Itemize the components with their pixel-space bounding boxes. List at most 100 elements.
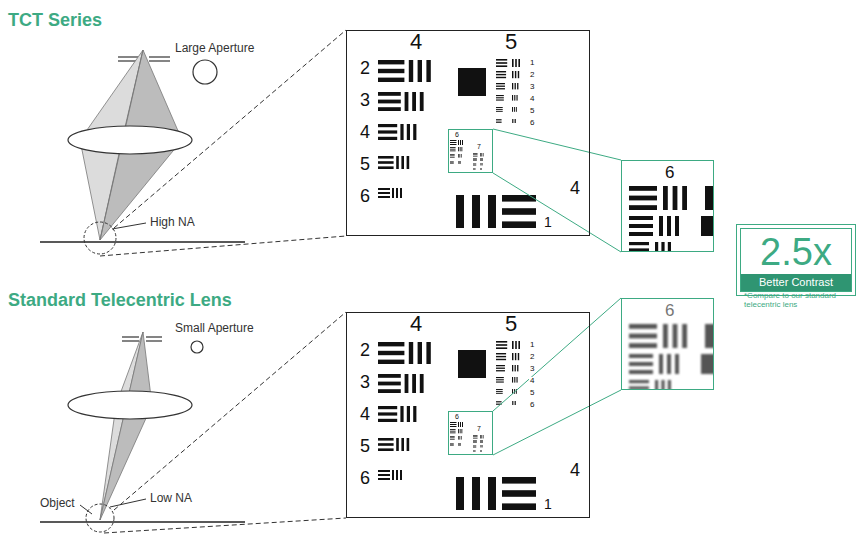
- target-bar: [496, 356, 506, 357]
- target-bar: [450, 429, 456, 431]
- target-bar: [629, 386, 649, 389]
- element-number: 5: [529, 107, 535, 115]
- target-bar: [473, 153, 478, 155]
- target-bar: [473, 159, 477, 161]
- target-bar: [629, 248, 649, 251]
- target-bar: [450, 443, 454, 445]
- target-bar: [629, 232, 653, 236]
- target-bar: [629, 370, 653, 374]
- target-bar: [456, 477, 464, 510]
- target-bar: [378, 342, 404, 346]
- target-bar: [378, 78, 404, 82]
- target-bar: [459, 154, 461, 158]
- target-bar: [473, 168, 476, 169]
- target-bar: [496, 62, 507, 64]
- target-bar: [378, 60, 404, 64]
- target-bars: [378, 59, 717, 510]
- target-bar: [481, 158, 483, 161]
- element-number: 2: [529, 353, 535, 361]
- target-bar: [655, 380, 658, 389]
- target-bar: [413, 406, 416, 422]
- element-number: 3: [529, 83, 535, 91]
- target-bar: [482, 445, 484, 448]
- target-bar: [473, 168, 476, 169]
- target-bar: [496, 77, 506, 78]
- target-bar: [473, 450, 476, 451]
- target-bar: [450, 150, 456, 152]
- target-bar: [481, 435, 483, 439]
- target-bar: [405, 374, 409, 393]
- target-bar: [459, 443, 461, 446]
- target-bar: [496, 344, 507, 346]
- target-bar: [629, 343, 657, 348]
- detail-circle: [84, 222, 116, 254]
- target-bar: [482, 440, 484, 443]
- target-bar: [407, 438, 410, 451]
- target-bar: [488, 477, 496, 510]
- target-bar: [473, 445, 476, 447]
- resolution-target: [378, 341, 536, 510]
- target-bar: [482, 153, 484, 157]
- target-bar: [512, 107, 514, 112]
- target-bar: [420, 92, 424, 111]
- element-number: 6: [664, 302, 675, 319]
- target-bar: [450, 445, 454, 447]
- target-bar: [378, 448, 394, 451]
- target-bar: [496, 341, 507, 343]
- target-bar: [515, 119, 517, 123]
- contrast-value: 2.5x: [754, 229, 838, 274]
- target-bar: [458, 68, 486, 96]
- element-number: 4: [569, 179, 581, 197]
- target-bar: [378, 124, 397, 127]
- element-number: 2: [529, 71, 535, 79]
- magnified-target: [629, 186, 713, 251]
- target-bar: [518, 353, 519, 360]
- target-bar: [450, 154, 455, 156]
- target-bar: [462, 422, 463, 427]
- target-bar: [480, 450, 481, 452]
- target-bar: [663, 186, 668, 210]
- target-bar: [378, 406, 397, 409]
- target-bar: [480, 445, 482, 448]
- target-bar: [482, 163, 484, 166]
- target-bar: [450, 155, 455, 157]
- target-bar: [515, 59, 517, 67]
- target-bar: [496, 97, 504, 98]
- zoom-guide: [114, 30, 346, 228]
- target-bar: [481, 445, 483, 448]
- target-bar: [496, 65, 507, 67]
- target-bar: [473, 169, 476, 170]
- zoom-guide: [104, 518, 346, 533]
- target-bar: [459, 147, 461, 151]
- target-bar: [473, 163, 476, 165]
- target-bar: [409, 60, 413, 82]
- target-bar: [659, 354, 663, 374]
- element-number: 6: [664, 164, 675, 181]
- target-bar: [480, 163, 482, 166]
- target-bar: [629, 205, 657, 210]
- target-bar: [456, 195, 464, 228]
- target-bar: [496, 110, 503, 112]
- target-bar: [409, 342, 413, 364]
- aperture-stop: [146, 336, 162, 337]
- target-bar: [450, 161, 454, 163]
- target-bar: [629, 380, 649, 383]
- target-bar: [458, 443, 460, 446]
- target-bar: [629, 362, 653, 366]
- target-bar: [461, 147, 463, 151]
- target-bar: [496, 99, 504, 100]
- zoom-window: 67: [448, 129, 493, 173]
- target-bar: [629, 354, 653, 358]
- target-bar: [512, 119, 514, 123]
- element-number: 1: [529, 341, 535, 349]
- contrast-badge: 2.5xBetter Contrast: [740, 228, 852, 292]
- target-bar: [412, 92, 416, 111]
- target-bar: [405, 92, 409, 111]
- target-bar: [378, 161, 394, 164]
- target-bar: [401, 156, 404, 169]
- target-bar: [482, 158, 484, 161]
- target-bar: [496, 381, 504, 382]
- target-bar: [516, 377, 517, 383]
- target-bar: [512, 377, 513, 383]
- target-bar: [655, 242, 658, 251]
